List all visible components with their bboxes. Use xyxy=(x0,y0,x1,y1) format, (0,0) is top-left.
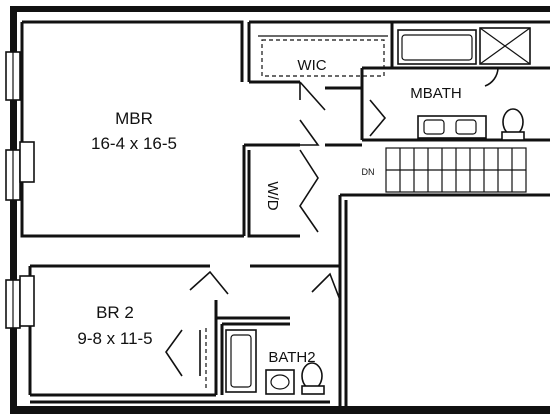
room-name-mbath: MBATH xyxy=(410,85,461,102)
room-name-bath2: BATH2 xyxy=(268,349,315,366)
bath2-fixtures xyxy=(225,329,325,395)
room-dims-mbr: 16-4 x 16-5 xyxy=(91,134,177,153)
room-name-mbr: MBR xyxy=(115,109,153,128)
room-name-wd: W/D xyxy=(264,181,281,210)
room-name-br2: BR 2 xyxy=(96,303,134,322)
room-name-wic: WIC xyxy=(297,57,326,74)
wic-shelving xyxy=(258,35,388,77)
doors xyxy=(165,81,387,388)
exterior-walls xyxy=(10,6,550,414)
windows xyxy=(5,51,35,329)
stair-dn-label: DN xyxy=(362,167,375,177)
stair xyxy=(385,147,527,193)
mbath-fixtures xyxy=(397,27,531,141)
room-dims-br2: 9-8 x 11-5 xyxy=(77,329,152,348)
